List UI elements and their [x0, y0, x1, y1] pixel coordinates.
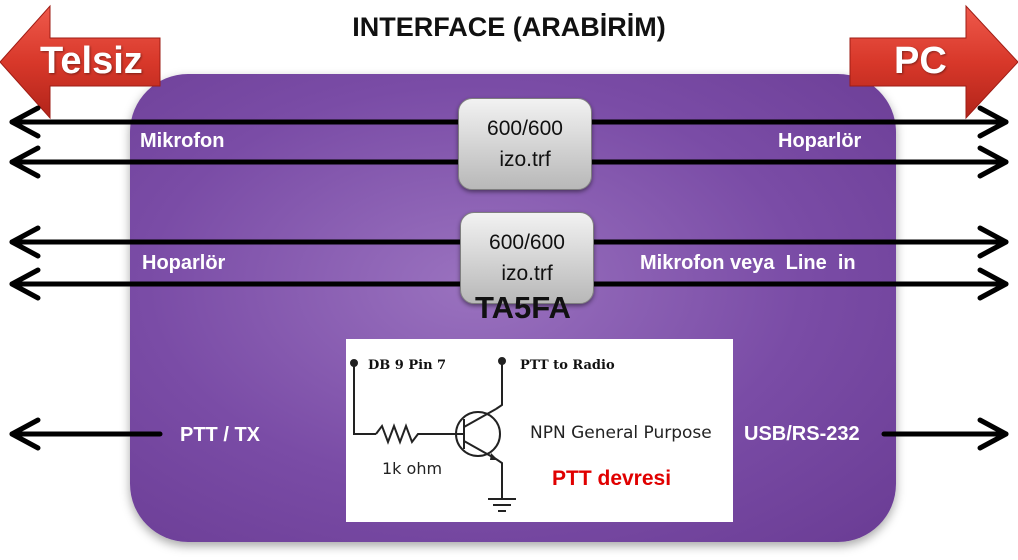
transformer-type: izo.trf	[499, 148, 551, 171]
transformer-ratio: 600/600	[487, 117, 563, 140]
page-title: INTERFACE (ARABİRİM)	[352, 12, 666, 42]
ptt-circuit-caption: PTT devresi	[552, 467, 672, 490]
arrowhead-right-1	[977, 105, 1009, 139]
db9-pin-label: DB 9 Pin 7	[368, 358, 447, 373]
resistor-symbol	[375, 423, 451, 445]
arrowhead-left-3	[9, 225, 41, 259]
arrowhead-usb	[977, 417, 1009, 451]
npn-label: NPN General Purpose	[530, 423, 712, 443]
isolation-transformer-2: 600/600 izo.trf	[460, 212, 594, 304]
db9-wire	[353, 363, 376, 435]
arrowhead-left-2	[9, 145, 41, 179]
mikrofon-label: Mikrofon	[140, 130, 225, 152]
ptt-tx-label: PTT / TX	[180, 424, 260, 446]
callsign-label: TA5FA	[475, 290, 571, 325]
arrowhead-right-2	[977, 145, 1009, 179]
arrowhead-right-3	[977, 225, 1009, 259]
hoparlor-right-label: Hoparlör	[778, 130, 862, 152]
isolation-transformer-1: 600/600 izo.trf	[458, 98, 592, 190]
ptt-to-radio-label: PTT to Radio	[520, 358, 615, 373]
arrowhead-left-1	[9, 105, 41, 139]
pc-badge-label: PC	[894, 40, 947, 82]
transformer-ratio: 600/600	[489, 231, 565, 254]
transformer-type: izo.trf	[501, 262, 553, 285]
resistor-label: 1k ohm	[382, 459, 443, 478]
right-badge-arrow	[849, 4, 1018, 120]
hoparlor-left-label: Hoparlör	[142, 252, 226, 274]
arrowhead-ptt	[9, 417, 41, 451]
ptt-circuit-schematic	[350, 357, 516, 512]
arrowhead-left-4	[9, 267, 41, 301]
telsiz-badge-label: Telsiz	[40, 40, 143, 82]
arrowhead-right-4	[977, 267, 1009, 301]
left-badge-arrow	[0, 4, 161, 120]
mikrofon-line-in-label: Mikrofon veya Line in	[640, 252, 856, 274]
ptt-radio-terminal	[498, 357, 506, 365]
usb-rs232-label: USB/RS-232	[744, 423, 860, 445]
ptt-circuit-panel: DB 9 Pin 7 PTT to Radio NPN General Purp…	[346, 339, 733, 522]
